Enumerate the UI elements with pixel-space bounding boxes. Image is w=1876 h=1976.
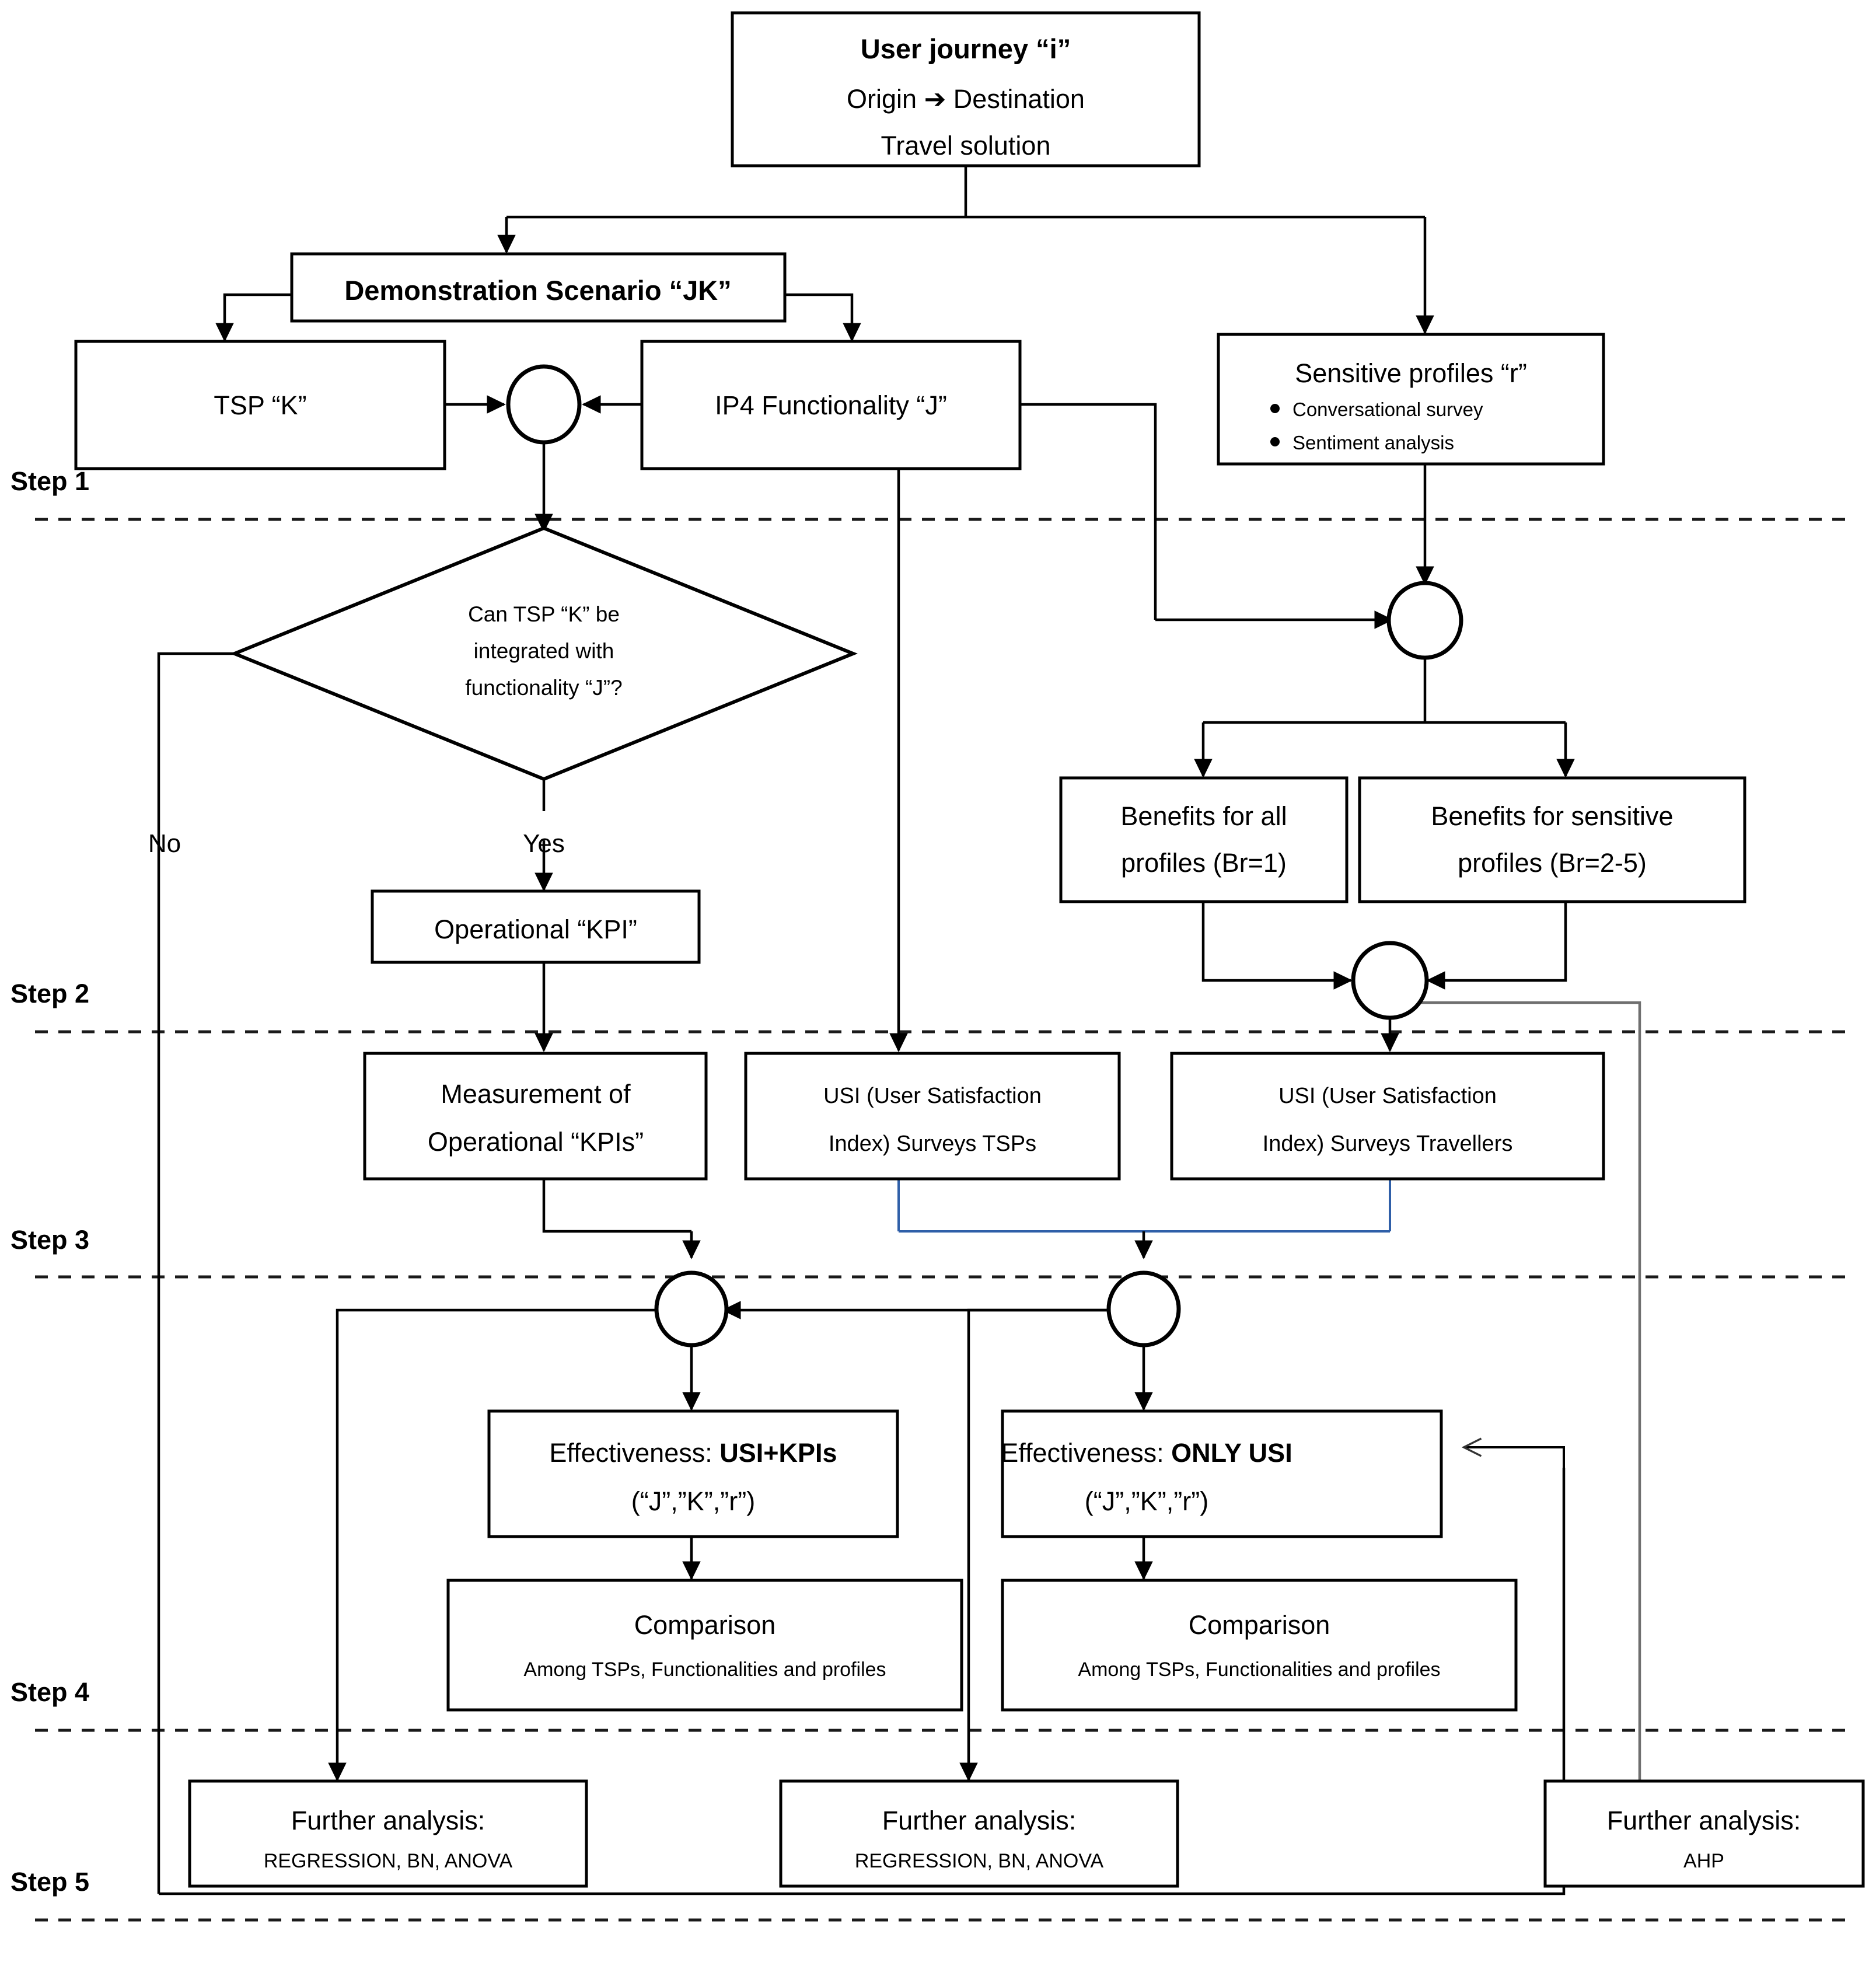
further-mid-line1: Further analysis: <box>882 1806 1077 1835</box>
decision-line3: functionality “J”? <box>465 676 622 700</box>
merge-connector-2 <box>1386 581 1463 660</box>
step-label-3: Step 3 <box>11 1225 89 1255</box>
node-benefits-all[interactable] <box>1059 776 1349 903</box>
node-operational-kpi[interactable] <box>371 889 701 964</box>
node-ip4[interactable] <box>640 340 1022 470</box>
edge-measurement-down <box>542 1179 691 1233</box>
edge-bottom-feedback <box>159 1468 1566 1895</box>
node-further-right[interactable] <box>1543 1779 1865 1888</box>
usi-travellers-line1: USI (User Satisfaction <box>1278 1084 1497 1108</box>
demo-scenario-title: Demonstration Scenario “JK” <box>344 275 731 306</box>
usi-tsps-line1: USI (User Satisfaction <box>823 1084 1042 1108</box>
node-sensitive-profiles[interactable] <box>1217 333 1605 466</box>
edge-merge3-right-down <box>1390 1001 1641 1786</box>
node-further-left[interactable] <box>188 1779 588 1888</box>
node-usi-travellers[interactable] <box>1170 1052 1605 1181</box>
edge-benefits-sensitive-to-merge3 <box>1426 902 1567 990</box>
node-demo-scenario[interactable] <box>290 252 787 323</box>
node-comparison-left[interactable] <box>446 1579 963 1712</box>
edge-ip4-right-to-merge2 <box>1020 403 1157 620</box>
edge-scenario-to-ip4 <box>785 293 861 342</box>
benefits-sensitive-line2: profiles (Br=2-5) <box>1458 848 1647 878</box>
effectiveness-right-prefix: Effectiveness: <box>1001 1438 1171 1468</box>
effectiveness-right-line1: Effectiveness: ONLY USI <box>1001 1438 1292 1468</box>
node-further-mid[interactable] <box>779 1779 1179 1888</box>
node-benefits-sensitive[interactable] <box>1358 776 1746 903</box>
effectiveness-right-emphasis: ONLY USI <box>1171 1438 1292 1468</box>
step-label-1: Step 1 <box>11 466 89 496</box>
further-right-line1: Further analysis: <box>1607 1806 1801 1835</box>
effectiveness-left-emphasis: USI+KPIs <box>719 1438 837 1468</box>
node-decision-integration[interactable] <box>230 526 858 781</box>
step-label-2: Step 2 <box>11 979 89 1008</box>
benefits-all-line2: profiles (Br=1) <box>1121 848 1287 878</box>
merge-connector-1 <box>506 364 582 445</box>
effectiveness-left-prefix: Effectiveness: <box>549 1438 719 1468</box>
tsp-title: TSP “K” <box>214 390 306 420</box>
comparison-left-line2: Among TSPs, Functionalities and profiles <box>523 1659 886 1681</box>
edge-scenario-to-tsp <box>215 293 292 342</box>
node-comparison-right[interactable] <box>1001 1579 1518 1712</box>
comparison-left-line1: Comparison <box>634 1610 776 1640</box>
user-journey-title: User journey “i” <box>861 33 1071 64</box>
sensitive-profiles-title: Sensitive profiles “r” <box>1295 358 1527 388</box>
sensitive-profiles-bullet-1: Sentiment analysis <box>1292 432 1454 453</box>
comparison-right-line1: Comparison <box>1189 1610 1330 1640</box>
usi-tsps-line2: Index) Surveys TSPs <box>829 1132 1036 1156</box>
edge-merge5-to-further-mid <box>959 1308 1144 1782</box>
node-usi-tsps[interactable] <box>744 1052 1121 1181</box>
bullet-dot-icon <box>1270 404 1280 413</box>
edge-benefits-all-to-merge3 <box>1201 902 1353 990</box>
usi-travellers-line2: Index) Surveys Travellers <box>1263 1132 1513 1156</box>
benefits-sensitive-line1: Benefits for sensitive <box>1431 801 1673 831</box>
further-mid-line2: REGRESSION, BN, ANOVA <box>855 1850 1104 1872</box>
further-left-line1: Further analysis: <box>291 1806 485 1835</box>
branch-label-no: No <box>148 829 181 858</box>
edge-merge4-to-further-left <box>328 1308 665 1782</box>
comparison-right-line2: Among TSPs, Functionalities and profiles <box>1078 1659 1440 1681</box>
node-effectiveness-only-usi[interactable] <box>1001 1409 1443 1538</box>
merge-connector-4 <box>654 1270 729 1347</box>
user-journey-line3: Travel solution <box>881 131 1051 160</box>
benefits-all-line1: Benefits for all <box>1120 801 1287 831</box>
branch-label-yes: Yes <box>523 829 565 858</box>
step-label-5: Step 5 <box>11 1867 89 1897</box>
operational-kpi-title: Operational “KPI” <box>434 914 637 944</box>
effectiveness-left-line2: (“J”,”K”,”r”) <box>631 1486 755 1516</box>
decision-line2: integrated with <box>474 639 614 663</box>
sensitive-profiles-bullet-0: Conversational survey <box>1292 399 1483 420</box>
node-tsp[interactable] <box>74 340 446 470</box>
node-effectiveness-usi-kpis[interactable] <box>487 1409 899 1538</box>
edge-feedback-into-only-usi <box>1465 1447 1565 1468</box>
further-right-line2: AHP <box>1683 1850 1724 1872</box>
merge-connector-3 <box>1351 941 1429 1020</box>
edge-decision-no <box>157 652 240 1894</box>
measurement-line1: Measurement of <box>441 1079 631 1109</box>
node-user-journey[interactable] <box>731 11 1201 167</box>
decision-line1: Can TSP “K” be <box>468 602 620 626</box>
measurement-line2: Operational “KPIs” <box>428 1127 644 1157</box>
bullet-dot-icon <box>1270 437 1280 446</box>
effectiveness-left-line1: Effectiveness: USI+KPIs <box>549 1438 837 1468</box>
node-measurement-kpis[interactable] <box>363 1052 708 1181</box>
ip4-title: IP4 Functionality “J” <box>715 390 947 420</box>
further-left-line2: REGRESSION, BN, ANOVA <box>264 1850 513 1872</box>
step-label-4: Step 4 <box>11 1677 89 1707</box>
user-journey-line2: Origin ➔ Destination <box>847 84 1085 114</box>
merge-connector-5 <box>1106 1270 1181 1347</box>
effectiveness-right-line2: (“J”,”K”,”r”) <box>1085 1486 1208 1516</box>
